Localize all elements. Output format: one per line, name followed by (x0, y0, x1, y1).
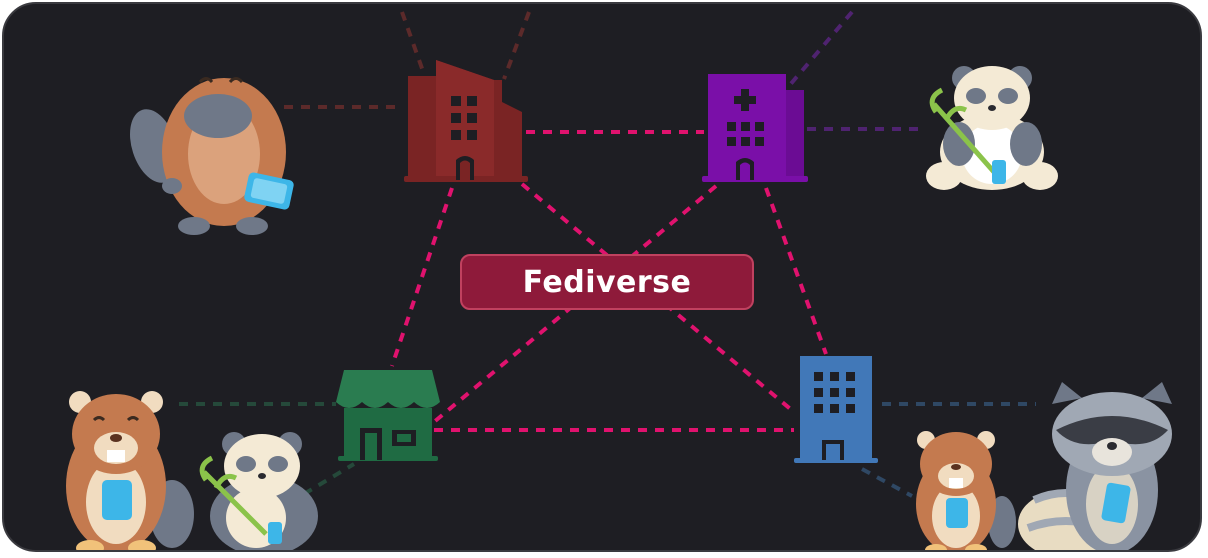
user-link-beaver-right (861, 467, 913, 498)
hospital-icon (702, 74, 808, 182)
fediverse-label: Fediverse (522, 264, 692, 300)
shop-icon (336, 370, 440, 461)
panda-icon (199, 432, 318, 550)
office-building-icon (404, 60, 528, 182)
user-link-brown-top-a (400, 11, 426, 75)
federation-link-purple-blue (764, 187, 828, 355)
raccoon-icon (1018, 382, 1172, 550)
user-link-brown-top-b (502, 11, 531, 80)
fediverse-badge: Fediverse (460, 254, 754, 310)
diagram-frame: Fediverse (2, 2, 1202, 552)
federation-link-brown-green (390, 187, 454, 367)
user-link-purple-top (787, 10, 854, 88)
platypus-icon (130, 77, 294, 235)
user-link-panda-left (302, 462, 356, 496)
apartment-building-icon (794, 356, 878, 463)
beaver-icon (916, 431, 1016, 550)
fediverse-diagram (66, 10, 1172, 550)
panda-icon (926, 66, 1058, 190)
federation-link-purple-green (432, 184, 718, 424)
beaver-icon (66, 391, 194, 550)
